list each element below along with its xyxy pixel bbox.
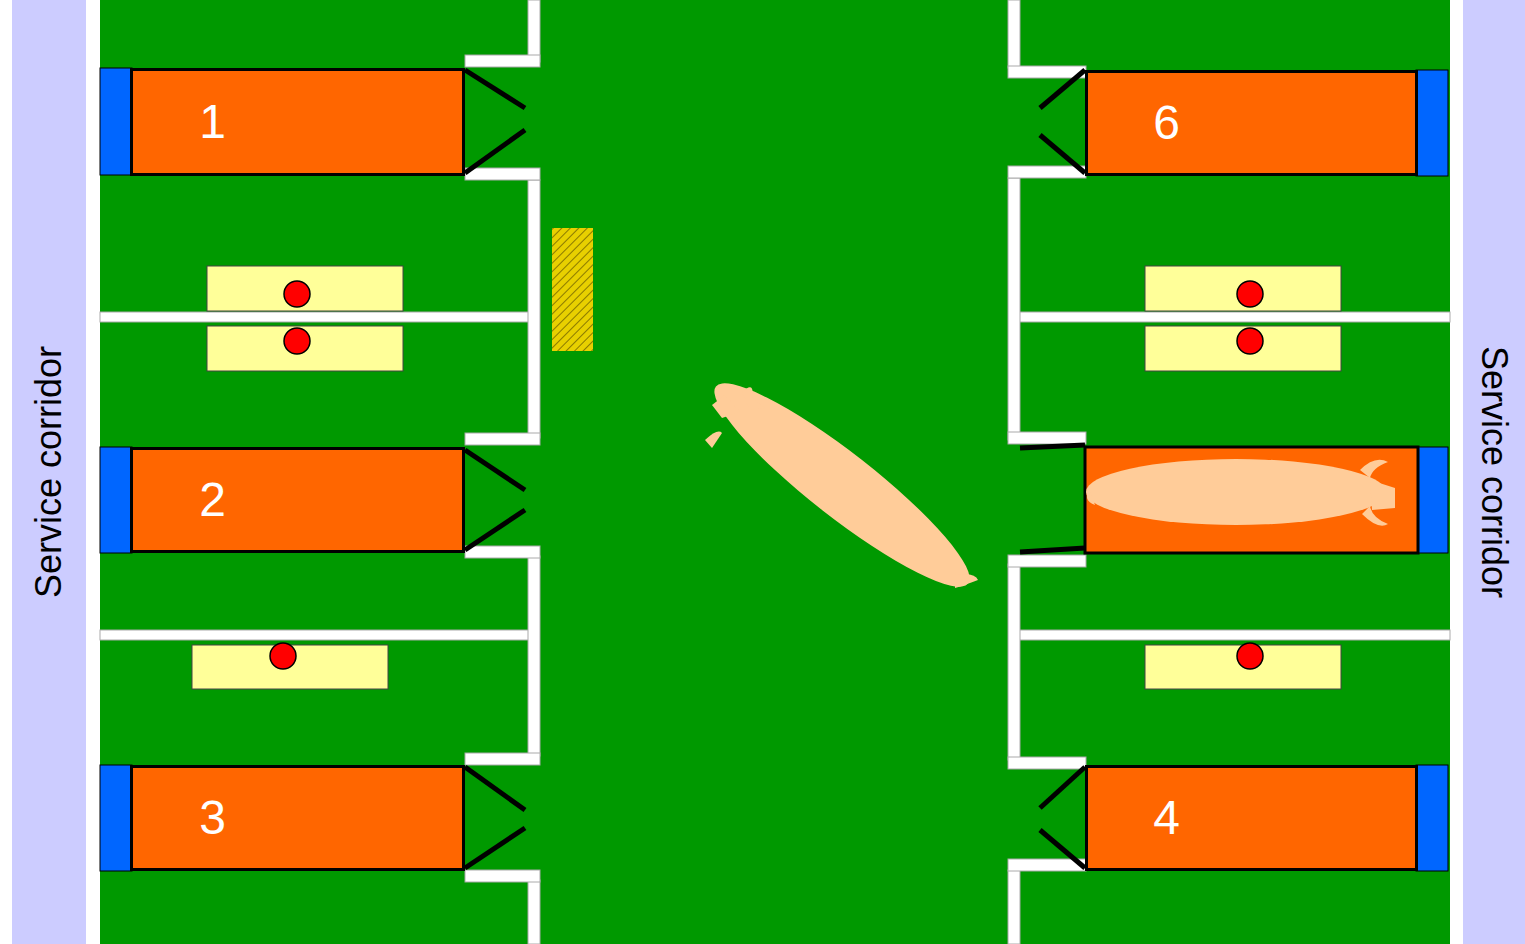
walls bbox=[100, 0, 1450, 944]
stall-number: 1 bbox=[199, 98, 226, 146]
stall-number: 3 bbox=[199, 794, 226, 842]
corridor-band: Service corridor bbox=[1463, 0, 1525, 944]
corridor-band: Service corridor bbox=[12, 0, 86, 944]
stall-number: 4 bbox=[1153, 794, 1180, 842]
floor bbox=[100, 0, 1450, 944]
stall-number: 2 bbox=[199, 476, 226, 524]
farrowing-crate: 1 bbox=[130, 68, 465, 176]
pig bbox=[1086, 459, 1395, 526]
service-corridor: Service corridor bbox=[31, 346, 67, 598]
farrowing-crate: 4 bbox=[1085, 765, 1418, 871]
hatched-mat bbox=[552, 228, 593, 351]
farrowing-crate: 2 bbox=[130, 447, 465, 553]
pig bbox=[696, 361, 988, 608]
farrowing-crate: 3 bbox=[130, 765, 465, 871]
gates bbox=[465, 70, 1085, 868]
stall bbox=[1085, 447, 1418, 553]
stall-number: 6 bbox=[1153, 99, 1180, 147]
service-corridor: Service corridor bbox=[1476, 346, 1512, 598]
farrowing-crate: 6 bbox=[1085, 70, 1418, 176]
feed-troughs bbox=[100, 68, 1448, 871]
